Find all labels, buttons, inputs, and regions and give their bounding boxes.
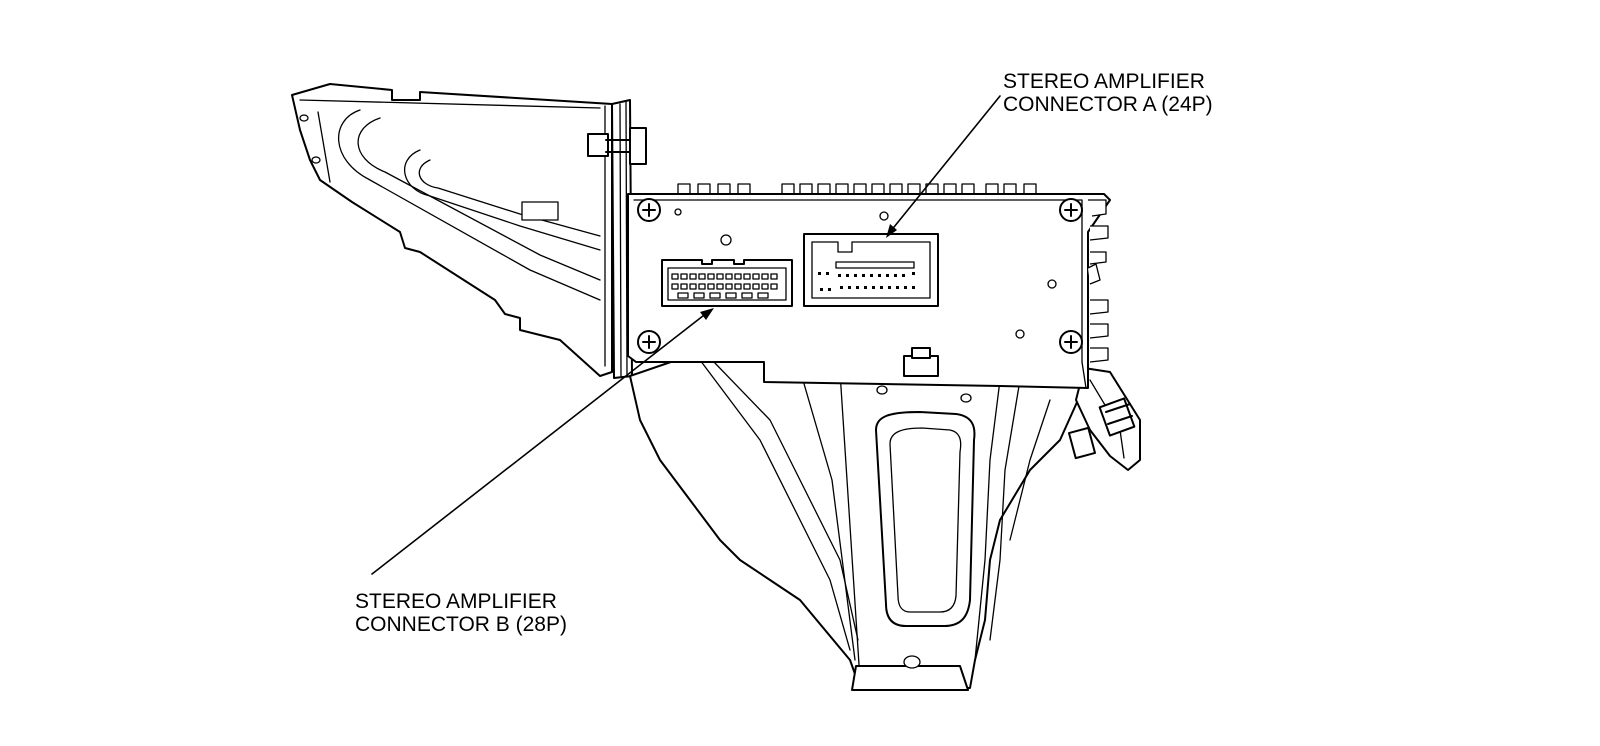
left-mounting-bracket	[291, 83, 647, 379]
connector-a-label-line1: STEREO AMPLIFIER	[1003, 70, 1205, 93]
leader-line-a	[886, 95, 1001, 238]
connector-b-pins	[671, 273, 778, 299]
connector-b-label: STEREO AMPLIFIER CONNECTOR B (28P)	[355, 590, 567, 636]
connector-a-label-line2: CONNECTOR A (24P)	[1003, 93, 1213, 116]
connector-b-label-line1: STEREO AMPLIFIER	[355, 590, 557, 613]
lower-housing	[629, 351, 1091, 691]
connector-a-24p	[803, 233, 939, 307]
connector-b-label-line2: CONNECTOR B (28P)	[355, 613, 567, 636]
connector-a-pins	[818, 272, 915, 291]
heat-sink-fins	[1087, 199, 1109, 363]
leader-line-b	[371, 308, 714, 575]
connector-b-28p	[661, 259, 793, 307]
right-side-bracket	[1067, 367, 1141, 471]
connector-a-label: STEREO AMPLIFIER CONNECTOR A (24P)	[1003, 70, 1213, 116]
mounting-screws	[637, 198, 1083, 354]
